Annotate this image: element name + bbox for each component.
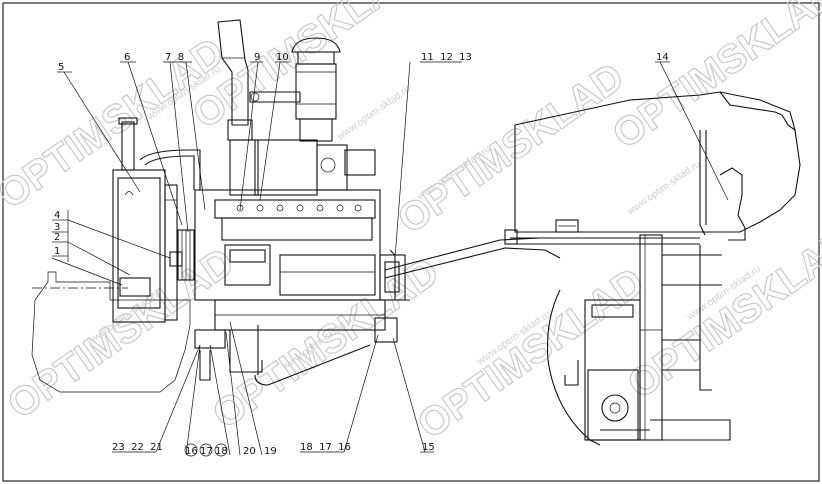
callout-11-12-13: 11 12 13 bbox=[421, 52, 472, 63]
watermark-brand: OPTIMSKLAD bbox=[0, 30, 232, 218]
exhaust-pipe bbox=[217, 19, 301, 196]
callout-18-circled: 18 bbox=[215, 446, 228, 457]
callout-labels: 5 6 7 8 9 10 11 12 13 14 4 3 2 1 23 22 2… bbox=[54, 52, 669, 457]
callout-3: 3 bbox=[54, 222, 60, 233]
callout-16-circled: 16 bbox=[185, 446, 198, 457]
watermark-brand: OPTIMSKLAD bbox=[620, 220, 822, 408]
engine-body bbox=[194, 189, 406, 375]
leader-lines bbox=[51, 61, 729, 456]
callout-6: 6 bbox=[124, 52, 130, 63]
callout-9: 9 bbox=[254, 52, 260, 63]
fan-pulley bbox=[169, 229, 195, 281]
callout-18-17-16: 18 17 16 bbox=[300, 442, 351, 453]
watermark-brand: OPTIMSKLAD bbox=[390, 55, 632, 243]
callout-23-22-21: 23 22 21 bbox=[112, 442, 163, 453]
watermark-layer: OPTIMSKLAD OPTIMSKLAD OPTIMSKLAD OPTIMSK… bbox=[0, 0, 822, 448]
callout-circled-group: 16 17 18 bbox=[184, 443, 228, 457]
watermark-site: www.optim-sklad.ru bbox=[625, 159, 703, 218]
watermark-site: www.optim-sklad.ru bbox=[335, 84, 413, 143]
watermark-brand: OPTIMSKLAD bbox=[0, 240, 242, 428]
watermark-brand: OPTIMSKLAD bbox=[605, 0, 822, 157]
callout-1: 1 bbox=[54, 246, 60, 257]
callout-14: 14 bbox=[656, 52, 669, 63]
watermark-brand: OPTIMSKLAD bbox=[410, 260, 652, 448]
engine-block-outline bbox=[31, 271, 191, 393]
callout-17-circled: 17 bbox=[200, 446, 213, 457]
callout-7-8: 7 8 bbox=[165, 52, 184, 63]
air-cleaner bbox=[254, 37, 376, 196]
callout-4: 4 bbox=[54, 210, 60, 221]
cab-fender bbox=[514, 91, 801, 241]
callout-19: 19 bbox=[264, 446, 277, 457]
linkage-rods bbox=[199, 229, 700, 386]
callout-15: 15 bbox=[422, 442, 435, 453]
callout-2: 2 bbox=[54, 232, 60, 243]
callout-20: 20 bbox=[243, 446, 256, 457]
callout-10: 10 bbox=[276, 52, 289, 63]
chassis-frame bbox=[547, 234, 731, 446]
callout-5: 5 bbox=[58, 62, 64, 73]
